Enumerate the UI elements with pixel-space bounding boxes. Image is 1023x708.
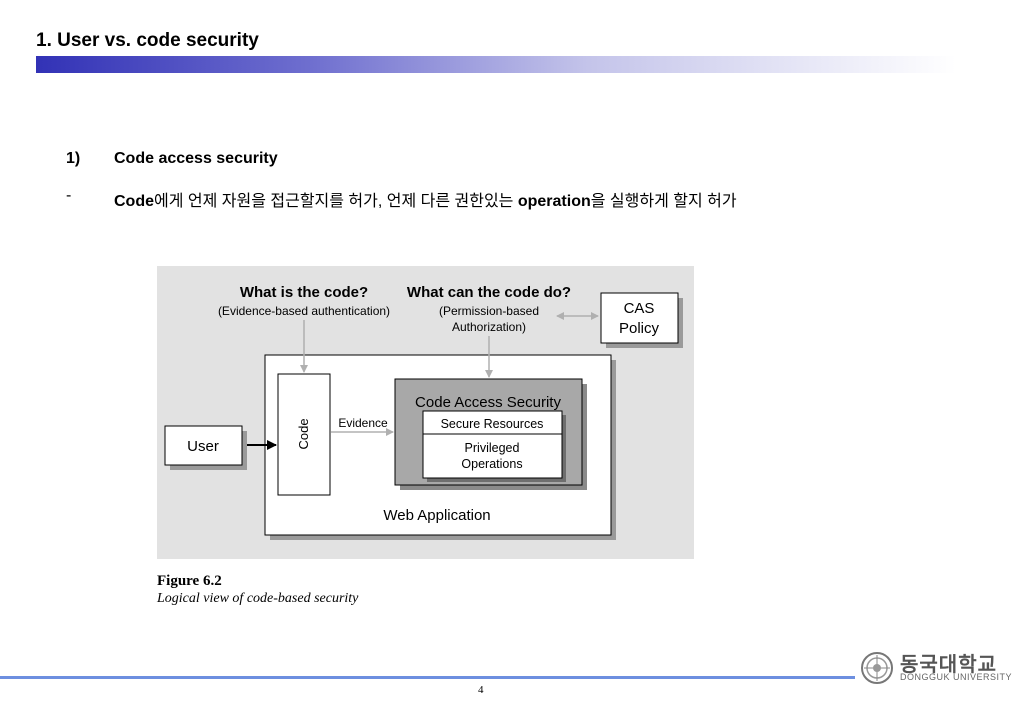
code-label: Code: [296, 418, 311, 449]
user-label: User: [187, 438, 219, 455]
web-app-label: Web Application: [383, 507, 490, 524]
secure-resources-box: [422, 410, 563, 479]
university-name-english: DONGGUK UNIVERSITY: [900, 672, 1013, 682]
secure-resources-label: Secure Resources: [441, 417, 544, 431]
slide-title: 1. User vs. code security: [36, 30, 259, 51]
bullet-operation-word: operation: [517, 193, 591, 210]
operations-label: Operations: [461, 457, 522, 471]
question-what-is-code: What is the code?: [240, 284, 368, 301]
diagram-svg: What is the code? (Evidence-based authen…: [164, 284, 683, 540]
heading-number: 1): [66, 150, 81, 167]
footer-line: [0, 676, 855, 679]
figure-number: Figure 6.2: [157, 573, 222, 589]
question-what-can-code-do: What can the code do?: [407, 284, 571, 301]
cas-title: Code Access Security: [415, 394, 561, 411]
bullet-dash: -: [66, 187, 72, 204]
bullet-code-word: Code: [114, 193, 154, 210]
cas-policy-box: [600, 292, 679, 344]
evidence-auth-label: (Evidence-based authentication): [218, 304, 390, 318]
title-gradient-bar: [36, 56, 956, 73]
permission-auth-label-2: Authorization): [452, 320, 526, 334]
cas-policy-line1: CAS: [624, 300, 655, 317]
evidence-label: Evidence: [338, 416, 388, 430]
bullet-text: Code에게 언제 자원을 접근할지를 허가, 언제 다른 권한있는 opera…: [114, 187, 737, 211]
bullet-part-3: 을 실행하게 할지 허가: [590, 193, 737, 210]
security-diagram: What is the code? (Evidence-based authen…: [157, 266, 694, 559]
figure-description: Logical view of code-based security: [157, 591, 359, 606]
university-name-korean: 동국대학교: [900, 654, 997, 676]
figure-caption: Figure 6.2 Logical view of code-based se…: [157, 573, 358, 607]
university-emblem-icon: [861, 652, 893, 684]
heading-text: Code access security: [114, 150, 278, 167]
page-number: 4: [478, 684, 484, 696]
privileged-label: Privileged: [465, 441, 520, 455]
cas-policy-line2: Policy: [619, 320, 660, 337]
code-box: [277, 373, 331, 496]
permission-auth-label-1: (Permission-based: [439, 304, 539, 318]
bullet-part-1: 에게 언제 자원을 접근할지를 허가, 언제 다른 권한있는: [154, 193, 518, 210]
user-box: [164, 425, 243, 466]
university-logo: 동국대학교 DONGGUK UNIVERSITY: [860, 648, 1013, 688]
